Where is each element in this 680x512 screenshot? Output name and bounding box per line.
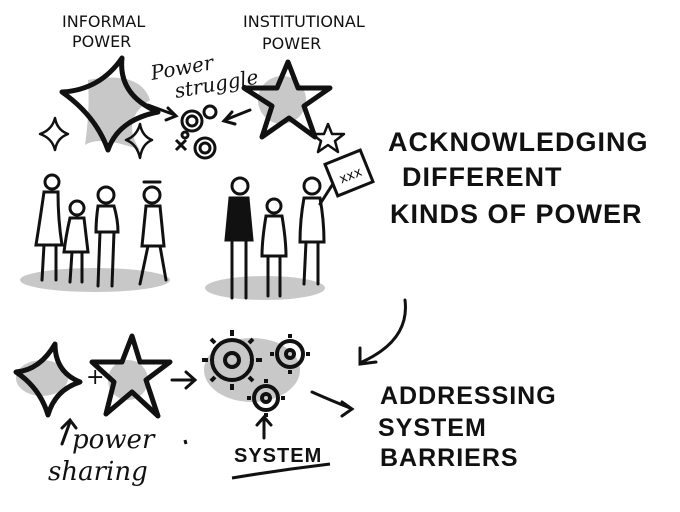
people-group-informal xyxy=(20,173,170,292)
system-underline xyxy=(231,462,331,480)
protest-sign: xxx xyxy=(323,148,375,198)
arrow-up-to-stars xyxy=(60,417,78,446)
system-gears-icon xyxy=(202,330,310,417)
small-star-icons xyxy=(38,116,346,160)
institutional-power-star-icon xyxy=(241,59,333,140)
informal-label-line1: INFORMAL xyxy=(62,12,145,31)
informal-label-line2: POWER xyxy=(72,32,131,51)
institutional-label-line2: POWER xyxy=(262,34,321,53)
struggle-scribble-icon xyxy=(174,104,218,160)
power-sharing-line1: power xyxy=(72,425,156,455)
barriers-line2: SYSTEM xyxy=(378,414,487,442)
heading-line1: ACKNOWLEDGING xyxy=(388,127,648,157)
informal-small-star-icon xyxy=(13,341,83,418)
institutional-small-star-icon xyxy=(89,333,173,419)
informal-power-star-icon xyxy=(59,55,161,153)
power-sharing-line2: sharing xyxy=(48,457,148,487)
barriers-line3: BARRIERS xyxy=(380,444,519,472)
curved-down-arrow xyxy=(358,298,407,366)
dot-mark xyxy=(183,439,188,445)
people-group-institutional: xxx xyxy=(205,148,375,300)
heading-line2: DIFFERENT xyxy=(402,162,563,192)
system-label: SYSTEM xyxy=(234,445,322,467)
institutional-label-line1: INSTITUTIONAL xyxy=(243,12,365,31)
arrow-to-system xyxy=(255,390,355,440)
barriers-line1: ADDRESSING xyxy=(380,382,557,410)
struggle-arrows xyxy=(146,103,252,126)
arrow-to-gears xyxy=(170,370,198,390)
heading-line3: KINDS OF POWER xyxy=(390,199,643,229)
